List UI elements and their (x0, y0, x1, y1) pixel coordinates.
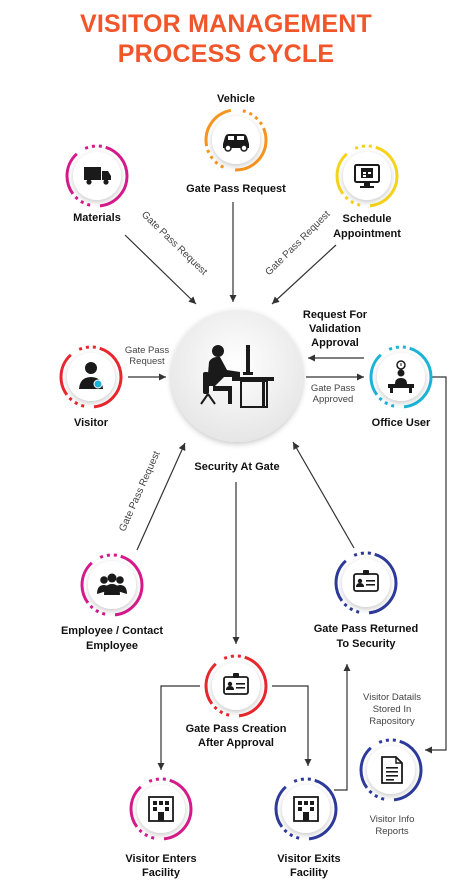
id-card-icon (223, 673, 249, 695)
node-schedule (335, 144, 399, 208)
label-returned-2: To Security (336, 638, 396, 650)
arrow-office-to-reports (425, 376, 447, 754)
label-schedule-1: Schedule (342, 213, 392, 225)
edge-stored-1: Visitor Datails (363, 692, 421, 703)
arrow-creation-to-enters (157, 685, 200, 770)
label-request-2: Validation (309, 323, 361, 335)
arrow-returned-to-security (292, 441, 355, 549)
id-card-icon (353, 570, 379, 592)
edge-visitor-gpr-2: Request (129, 356, 165, 367)
arrow-employee-to-security (136, 442, 186, 551)
building-icon (293, 796, 319, 822)
node-exits (274, 777, 338, 841)
label-security: Security At Gate (194, 461, 280, 473)
label-creation-1: Gate Pass Creation (185, 723, 287, 735)
edge-stored-2: Stored In (372, 704, 412, 715)
group-icon (97, 573, 127, 595)
title-line-2: PROCESS CYCLE (117, 40, 335, 68)
node-vehicle (204, 108, 268, 172)
edge-approved-1: Gate Pass (310, 383, 356, 394)
office-desk-icon (388, 360, 414, 393)
label-creation-2: After Approval (198, 737, 274, 749)
document-icon (381, 756, 403, 784)
node-materials (65, 144, 129, 208)
arrow-schedule-to-security (271, 244, 337, 305)
label-returned-1: Gate Pass Returned (313, 623, 419, 635)
label-employee-1: Employee / Contact (60, 625, 164, 637)
node-returned (334, 551, 398, 615)
label-exits-2: Facility (290, 867, 328, 879)
node-visitor (59, 345, 123, 409)
node-reports (359, 738, 423, 802)
desk-worker-icon (200, 345, 274, 408)
edge-visitor-gpr-1: Gate Pass (124, 345, 170, 356)
arrows (124, 202, 447, 791)
label-schedule-2: Appointment (333, 228, 401, 240)
label-reports-1: Visitor Info (369, 814, 415, 825)
label-visitor: Visitor (73, 417, 109, 429)
label-exits-1: Visitor Exits (277, 853, 341, 865)
user-icon (79, 362, 103, 389)
truck-icon (84, 167, 111, 185)
label-enters-1: Visitor Enters (125, 853, 197, 865)
arrow-exits-to-returned (334, 664, 351, 791)
car-icon (223, 134, 249, 152)
node-security (171, 310, 303, 442)
node-enters (129, 777, 193, 841)
label-enters-2: Facility (142, 867, 180, 879)
arrow-creation-to-exits (272, 685, 312, 766)
node-creation (204, 654, 268, 718)
calendar-monitor-icon (354, 164, 380, 188)
node-employee (80, 553, 144, 617)
title-line-1: VISITOR MANAGEMENT (79, 10, 373, 38)
edge-stored-3: Rapository (369, 716, 415, 727)
label-employee-2: Employee (86, 640, 138, 652)
building-icon (148, 796, 174, 822)
edge-approved-2: Approved (312, 394, 354, 405)
label-office-user: Office User (371, 417, 431, 429)
label-request-1: Request For (302, 309, 368, 321)
label-reports-2: Reports (375, 826, 409, 837)
arrow-materials-to-security (124, 234, 197, 305)
label-materials: Materials (73, 212, 121, 224)
label-gate-pass-request: Gate Pass Request (186, 183, 286, 195)
label-request-3: Approval (311, 337, 359, 349)
node-office-user (369, 345, 433, 409)
label-vehicle: Vehicle (217, 93, 255, 105)
